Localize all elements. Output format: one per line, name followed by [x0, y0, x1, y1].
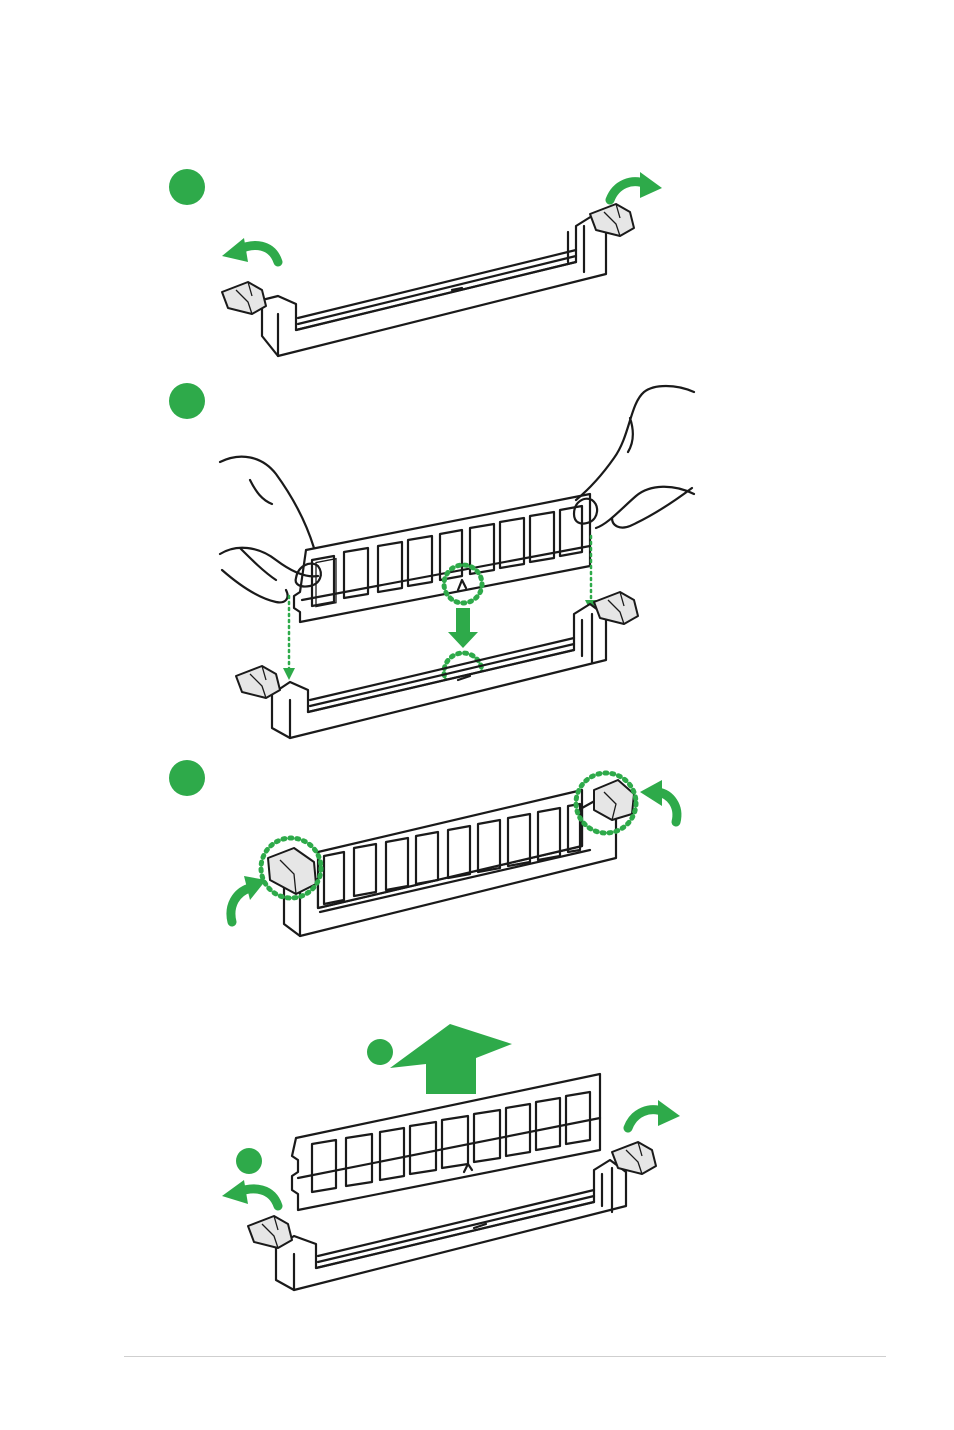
retaining-clip-left	[268, 848, 316, 894]
remove-step-b-marker	[367, 1039, 393, 1065]
arrow-close-right-icon	[640, 780, 677, 822]
step-3-marker	[169, 760, 205, 796]
right-hand	[574, 386, 694, 528]
arrow-lift-up-icon	[390, 1024, 512, 1094]
step-1-marker	[169, 169, 205, 205]
installed-memory-module	[284, 790, 616, 936]
arrow-open-right-icon	[628, 1100, 680, 1128]
step-3-panel	[169, 760, 677, 936]
arrow-open-left-icon	[222, 1180, 278, 1206]
step-2-marker	[169, 383, 205, 419]
arrow-close-left-icon	[231, 876, 266, 922]
step-2-panel	[169, 383, 694, 738]
memory-module	[292, 1074, 600, 1210]
retaining-clip-left	[222, 282, 266, 314]
arrow-insert-down-icon	[448, 608, 478, 648]
footer-rule	[124, 1356, 886, 1357]
dimm-slot	[262, 216, 606, 356]
dimm-slot	[272, 604, 606, 738]
retaining-clip-left	[248, 1216, 292, 1248]
remove-panel	[222, 1024, 680, 1290]
arrow-open-right-icon	[610, 172, 662, 200]
retaining-clip-left	[236, 666, 280, 698]
arrow-open-left-icon	[222, 238, 278, 262]
memory-module	[294, 494, 590, 622]
remove-step-a-marker	[236, 1148, 262, 1174]
step-1-panel	[169, 169, 662, 356]
